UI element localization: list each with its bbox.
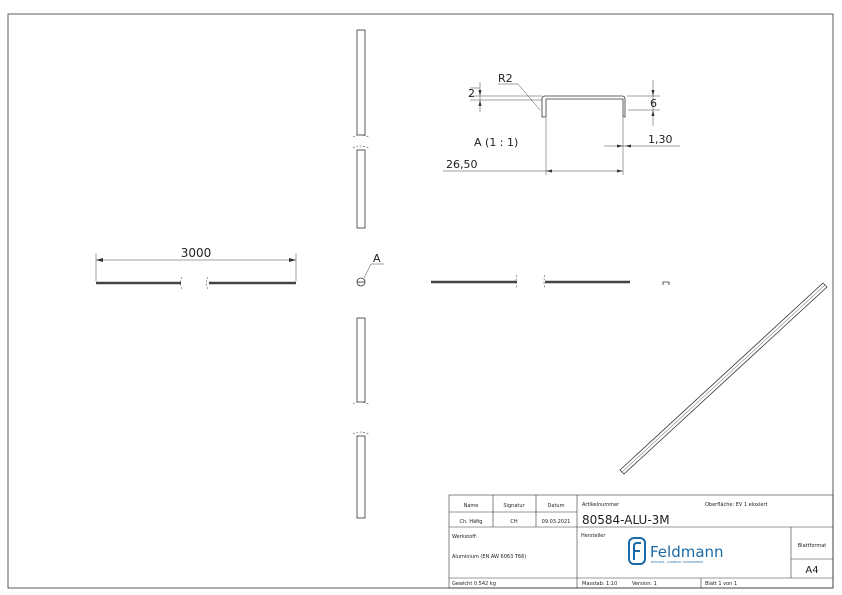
feldmann-logo: Feldmann EDELSTAHL · ALUMINIUM · SCHMIED… xyxy=(628,537,724,565)
article-number: 80584-ALU-3M xyxy=(582,513,670,527)
sheet-number: Blatt 1 von 1 xyxy=(705,581,737,587)
version: Version: 1 xyxy=(632,581,657,587)
leg-thickness-dimension: 1,30 xyxy=(648,133,673,146)
weight: Gewicht 0.542 kg xyxy=(452,581,496,587)
surface-finish: Oberfläche: EV 1 eloxiert xyxy=(705,502,768,508)
drafter-name: Ch. Häfig xyxy=(460,519,483,525)
length-dimension: 3000 xyxy=(181,246,212,260)
detail-label: A (1 : 1) xyxy=(474,136,518,149)
bottom-vertical-view xyxy=(352,317,370,519)
isometric-view xyxy=(619,282,828,475)
section-marker: A xyxy=(356,252,384,287)
drafter-signature: CH xyxy=(510,519,517,525)
material-label: Werkstoff: xyxy=(452,534,478,540)
detail-view-a: 2 R2 6 1,30 26,50 A (1 : 1) xyxy=(443,72,680,175)
sheet-format: A4 xyxy=(805,565,818,576)
scale: Masstab: 1:10 xyxy=(582,581,617,587)
drawing-date: 09.03.2021 xyxy=(542,519,571,525)
width-dimension: 26,50 xyxy=(446,158,478,171)
title-block: Name Signatur Datum Ch. Häfig CH 09.03.2… xyxy=(448,494,834,589)
format-label: Blattformat xyxy=(798,543,827,549)
signature-header: Signatur xyxy=(503,503,525,509)
right-horizontal-view xyxy=(431,274,670,290)
left-horizontal-view: 3000 xyxy=(95,246,297,290)
height-dimension: 6 xyxy=(650,97,657,110)
article-label: Artikelnummer xyxy=(582,502,620,508)
top-vertical-view xyxy=(352,29,370,229)
thickness-dimension: 2 xyxy=(468,87,475,100)
drawing-frame xyxy=(7,13,834,589)
manufacturer-label: Hersteller xyxy=(581,533,606,539)
material-value: Aluminium (EN AW 6063 T66) xyxy=(452,554,526,560)
date-header: Datum xyxy=(548,503,565,509)
logo-tagline: EDELSTAHL · ALUMINIUM · SCHMIEDEEISEN xyxy=(651,561,703,564)
logo-text: Feldmann xyxy=(650,543,724,561)
radius-dimension: R2 xyxy=(498,72,513,85)
section-label: A xyxy=(373,252,381,265)
name-header: Name xyxy=(464,503,479,509)
